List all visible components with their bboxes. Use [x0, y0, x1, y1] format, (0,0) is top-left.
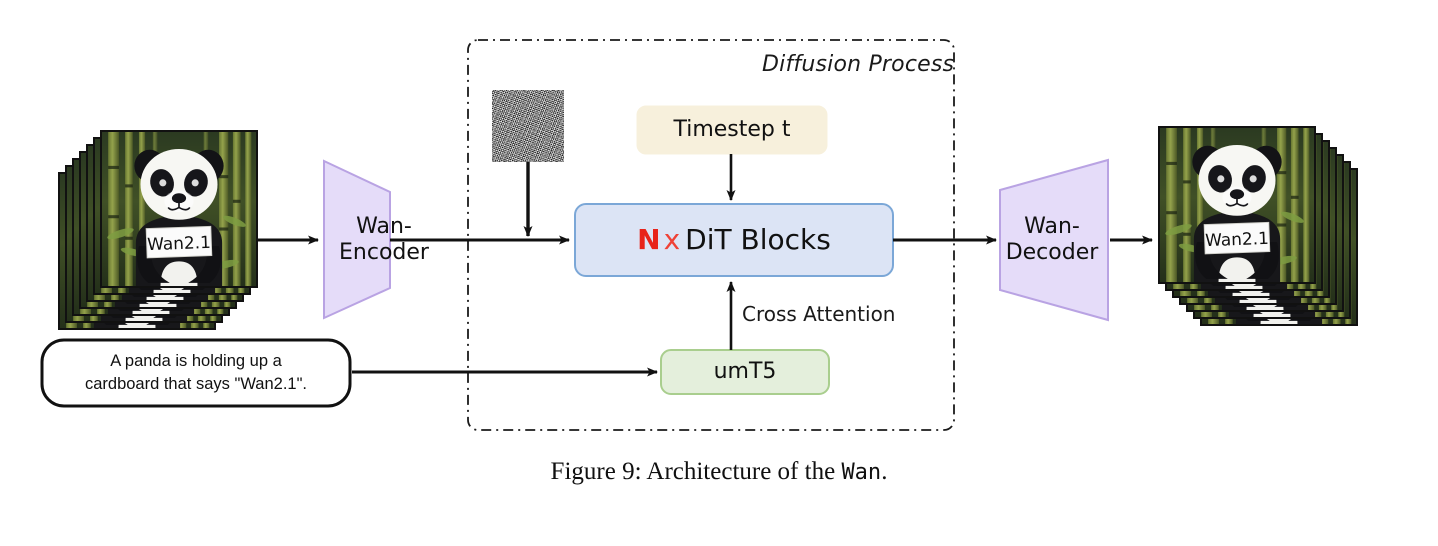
wan-encoder-label-line1: Wan-: [356, 214, 412, 240]
diffusion-process-title: Diffusion Process: [762, 52, 955, 77]
figure-caption-suffix: .: [881, 458, 888, 485]
prompt-line-1: A panda is holding up a: [110, 352, 282, 371]
cross-attention-label: Cross Attention: [742, 302, 896, 326]
output-video-stack: Wan2.1: [1158, 126, 1358, 328]
dit-multiplier-n: N: [637, 223, 661, 257]
gaussian-noise-patch: [492, 90, 564, 162]
figure-caption-prefix: Figure 9: Architecture of the: [550, 458, 842, 485]
dit-multiplier-times: x: [663, 223, 681, 257]
wan-decoder-label-line1: Wan-: [1024, 214, 1080, 240]
video-frame-front: Wan2.1: [100, 130, 258, 288]
umt5-block[interactable]: [660, 349, 830, 395]
wan-encoder-block[interactable]: [323, 159, 391, 320]
wan-decoder-block[interactable]: [999, 158, 1109, 322]
svg-text:Wan2.1: Wan2.1: [1205, 228, 1269, 250]
wan-encoder-label: Wan- Encoder: [330, 205, 438, 275]
timestep-label: Timestep t: [673, 117, 791, 143]
prompt-line-2: cardboard that says "Wan2.1".: [84, 375, 308, 393]
figure-caption-mono: Wan: [841, 460, 882, 485]
input-video-stack: Wan2.1: [58, 130, 258, 330]
figure-caption: Figure 9: Architecture of the Wan.: [0, 458, 1438, 486]
video-frame-front: Wan2.1: [1158, 126, 1316, 284]
svg-text:Wan2.1: Wan2.1: [147, 232, 211, 254]
prompt-text: A panda is holding up a cardboard that s…: [44, 342, 348, 404]
dit-blocks-text: DiT Blocks: [685, 223, 831, 257]
diffusion-process-container: [467, 39, 955, 431]
wan-encoder-label-line2: Encoder: [339, 240, 429, 265]
prompt-box[interactable]: [40, 338, 352, 408]
wan-decoder-label-line2: Decoder: [1005, 240, 1099, 265]
wan-decoder-label: Wan- Decoder: [998, 205, 1106, 275]
umt5-label: umT5: [713, 359, 777, 385]
